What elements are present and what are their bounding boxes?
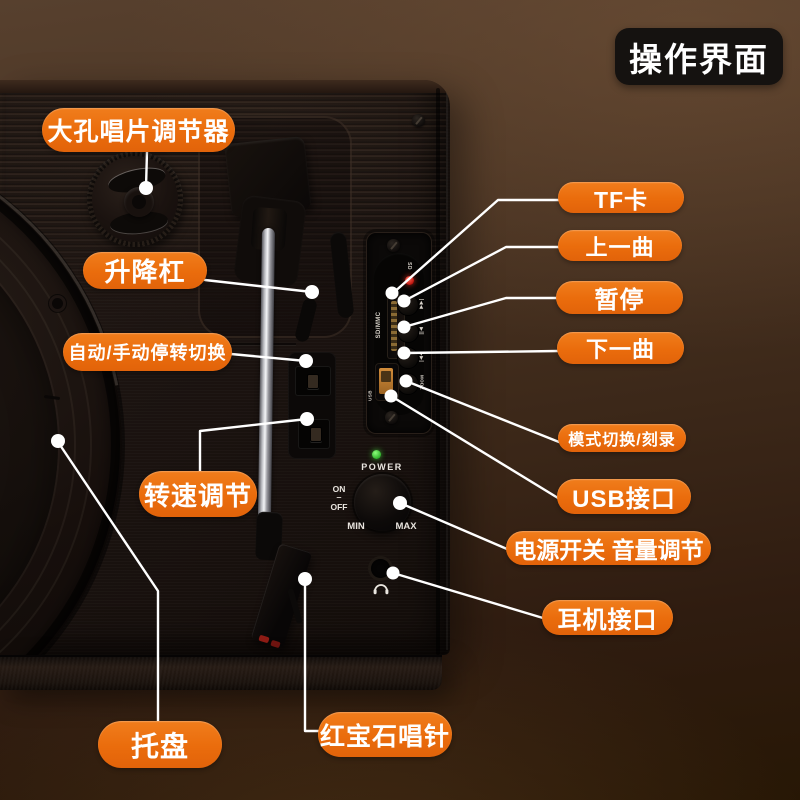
- pause-icon: ▶||: [418, 327, 424, 335]
- switch-knob: [307, 374, 319, 389]
- screw-slot: [415, 116, 423, 125]
- screw-slot: [388, 413, 396, 422]
- play-pause-button: [397, 321, 419, 343]
- ruby-stylus-tip: [270, 639, 281, 649]
- callout-badge-tf-card: TF卡: [558, 182, 684, 213]
- media-control-panel: SD SD/MMC |◀◀ ▶|| ▶▶| MODE USB: [366, 232, 432, 434]
- mode-icon: MODE: [419, 374, 425, 391]
- callout-badge-auto-manual-stop: 自动/手动停转切换: [63, 333, 232, 371]
- callout-badge-headphone-jack: 耳机接口: [542, 600, 673, 635]
- callout-badge-usb-port: USB接口: [557, 479, 691, 514]
- 45rpm-adapter: [87, 151, 183, 247]
- prev-track-icon: |◀◀: [418, 298, 424, 310]
- next-track-button: [397, 347, 419, 369]
- turntable-device: SD SD/MMC |◀◀ ▶|| ▶▶| MODE USB POWER ON …: [0, 80, 455, 720]
- red-led: [405, 276, 414, 285]
- min-label: MIN: [347, 521, 365, 532]
- green-led: [372, 450, 381, 459]
- switch-well: [288, 352, 336, 459]
- off-label: OFF: [330, 502, 348, 512]
- case-side-panel: [0, 655, 442, 690]
- screw-icon: [385, 411, 398, 424]
- platter-hole: [52, 298, 63, 309]
- adapter-hub: [124, 187, 154, 217]
- usb-port-inner: [379, 368, 393, 394]
- onoff-tick: ‒: [336, 493, 342, 502]
- usb-label: USB: [367, 390, 373, 401]
- adapter-spindle-hole: [132, 195, 146, 209]
- screw-slot: [390, 241, 398, 250]
- screw-icon: [412, 114, 425, 127]
- usb-tongue: [381, 371, 391, 382]
- switch-knob: [310, 427, 322, 442]
- case-top-edge: [0, 80, 450, 93]
- callout-badge-pause: 暂停: [556, 281, 683, 314]
- callout-badge-lift-lever: 升降杠: [83, 252, 207, 289]
- on-label: ON: [332, 484, 346, 494]
- auto-manual-stop-switch: [295, 366, 331, 396]
- power-label: POWER: [361, 462, 403, 472]
- sd-label: SD: [406, 262, 412, 270]
- adapter-face: [92, 156, 178, 242]
- next-track-icon: ▶▶|: [418, 351, 424, 363]
- callout-badge-power-volume: 电源开关 音量调节: [506, 531, 711, 565]
- prev-track-button: [397, 294, 419, 316]
- case-edge-highlight: [446, 90, 448, 650]
- headphone-icon: [372, 580, 390, 600]
- headphone-jack: [371, 559, 390, 578]
- max-label: MAX: [395, 521, 417, 532]
- card-slot-pins: [391, 301, 397, 351]
- callout-badge-mode-switch-record: 模式切换/刻录: [558, 424, 686, 452]
- case-edge-seam: [436, 88, 440, 655]
- callout-badge-next-track: 下一曲: [557, 332, 684, 364]
- speed-switch: [298, 419, 330, 449]
- turntable-deck: SD SD/MMC |◀◀ ▶|| ▶▶| MODE USB POWER ON …: [0, 80, 450, 655]
- sd-mmc-label: SD/MMC: [376, 311, 382, 339]
- mode-button: [397, 373, 419, 395]
- callout-badge-prev-track: 上一曲: [558, 230, 682, 261]
- callout-badge-tray: 托盘: [98, 721, 222, 768]
- tonearm-tube: [257, 227, 275, 527]
- callout-badge-big-hole-adapter: 大孔唱片调节器: [42, 108, 235, 152]
- callout-badge-speed-adjust: 转速调节: [139, 471, 257, 517]
- title-badge: 操作界面: [615, 28, 783, 85]
- screw-icon: [387, 239, 400, 252]
- usb-port: [375, 363, 399, 401]
- callout-badge-ruby-stylus: 红宝石唱针: [318, 712, 452, 757]
